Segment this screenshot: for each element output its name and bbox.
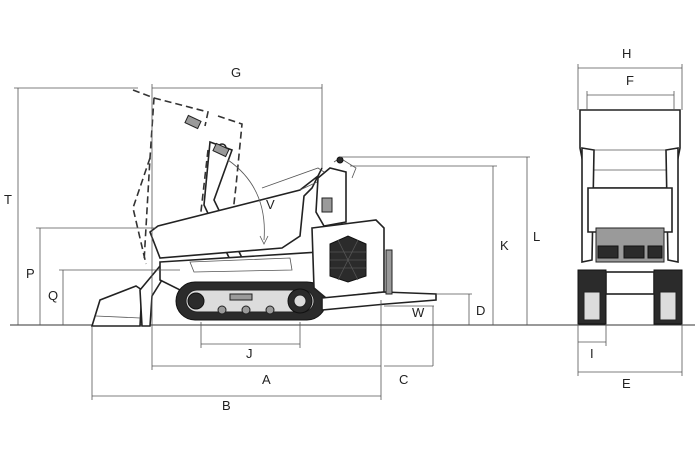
side-view-machine [90,89,437,327]
label-v: V [266,197,275,212]
track-assembly [175,281,327,321]
front-view-machine [577,109,683,325]
label-l: L [533,229,540,244]
label-p: P [26,266,35,281]
label-a: A [262,372,271,387]
label-w: W [412,305,425,320]
front-view-dimension-lines [577,64,683,376]
side-view-dimension-lines [14,84,530,400]
label-j: J [246,346,253,361]
front-view-skip [579,109,681,189]
rear-platform [321,291,437,311]
label-k: K [500,238,509,253]
label-g: G [231,65,241,80]
label-q: Q [48,288,58,303]
label-f: F [626,73,634,88]
label-h: H [622,46,631,61]
label-t: T [4,192,12,207]
engine-grille [329,235,367,283]
label-i: I [590,346,594,361]
label-b: B [222,398,231,413]
dimension-labels: G T P Q V K L D W J A C B H F I E [4,46,634,413]
front-bucket [90,285,143,327]
label-c: C [399,372,408,387]
control-tower [315,167,347,227]
label-d: D [476,303,485,318]
label-e: E [622,376,631,391]
front-view-body [587,187,673,233]
raised-skip [149,167,323,259]
